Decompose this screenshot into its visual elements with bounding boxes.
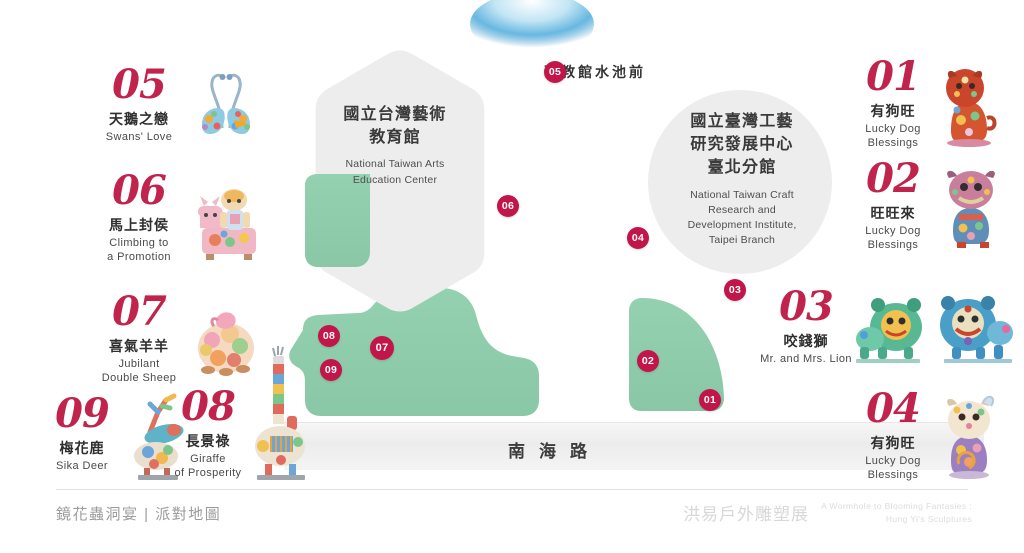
map-badge-02[interactable]: 02	[637, 350, 659, 372]
venue-name-en: National Taiwan Craft Research and Devel…	[687, 188, 797, 247]
venue-name-en: National Taiwan Arts Education Center	[345, 158, 445, 186]
legend-item-09[interactable]: 09 梅花鹿 Sika Deer	[40, 386, 198, 482]
venue-name-cn: 國立臺灣工藝 研究發展中心 臺北分館	[690, 113, 794, 177]
legend-text-03: 03 咬錢獅 Mr. and Mrs. Lion	[760, 282, 852, 367]
legend-text-09: 09 梅花鹿 Sika Deer	[40, 389, 124, 474]
pool-shape	[470, 0, 594, 56]
sculpture-swans	[182, 62, 268, 148]
map-badge-03[interactable]: 03	[724, 279, 746, 301]
map-badge-09[interactable]: 09	[320, 359, 342, 381]
legend-name-en: Lucky Dog Blessings	[865, 455, 921, 481]
legend-number: 04	[866, 385, 921, 432]
poi-label-text: 藝教館水池前	[544, 64, 646, 80]
legend-item-04[interactable]: 04 有狗旺 Lucky Dog Blessings	[855, 385, 1015, 483]
legend-text-07: 07 喜氣羊羊 Jubilant Double Sheep	[96, 288, 182, 386]
footer-brand: 洪易戶外雕塑展 A Wormhole to Blooming Fantasies…	[683, 500, 972, 526]
legend-name-en: Lucky Dog Blessings	[865, 225, 921, 251]
sculpture-sika-deer	[124, 386, 198, 482]
legend-item-02[interactable]: 02 旺旺來 Lucky Dog Blessings	[855, 155, 1015, 253]
sculpture-lucky-dog-red	[931, 58, 1015, 150]
legend-name-cn: 梅花鹿	[59, 439, 105, 456]
legend-name-cn: 長景祿	[185, 432, 231, 449]
building-left-green-foot	[305, 174, 370, 267]
map-badge-06[interactable]: 06	[497, 195, 519, 217]
park-area-left	[289, 288, 539, 416]
legend-text-01: 01 有狗旺 Lucky Dog Blessings	[855, 53, 931, 151]
legend-item-03[interactable]: 03 咬錢獅 Mr. and Mrs. Lion	[760, 281, 1020, 373]
footer-title: 鏡花蟲洞宴 | 派對地圖	[56, 506, 222, 523]
legend-name-cn: 旺旺來	[870, 205, 916, 221]
map-badge-05[interactable]: 05	[544, 61, 566, 83]
legend-item-06[interactable]: 06 馬上封侯 Climbing to a Promotion	[96, 170, 268, 266]
legend-text-02: 02 旺旺來 Lucky Dog Blessings	[855, 155, 931, 253]
legend-name-en: Giraffe of Prosperity	[174, 452, 242, 479]
map-badge-01[interactable]: 01	[699, 389, 721, 411]
legend-number: 08	[181, 382, 236, 430]
sculpture-giraffe	[251, 342, 313, 482]
sculpture-monkey-horse	[182, 170, 268, 266]
legend-number: 09	[55, 389, 110, 437]
sculpture-lucky-dog-pastel	[931, 390, 1015, 482]
footer-brand-cn: 洪易戶外雕塑展	[683, 505, 810, 525]
legend-name-cn: 喜氣羊羊	[109, 338, 169, 354]
footer-divider	[56, 489, 968, 490]
sculpture-lucky-dog-teal	[931, 160, 1015, 252]
legend-item-07[interactable]: 07 喜氣羊羊 Jubilant Double Sheep	[96, 288, 268, 386]
legend-text-04: 04 有狗旺 Lucky Dog Blessings	[855, 385, 931, 483]
legend-name-en: Lucky Dog Blessings	[865, 123, 921, 149]
legend-number: 03	[779, 282, 834, 330]
legend-name-en: Swans' Love	[105, 130, 173, 143]
legend-item-01[interactable]: 01 有狗旺 Lucky Dog Blessings	[855, 53, 1015, 151]
map-badge-07[interactable]: 07	[370, 336, 394, 360]
road-name-nanhai: 南海路	[508, 442, 601, 461]
map-badge-08[interactable]: 08	[318, 325, 340, 347]
legend-name-cn: 天鵝之戀	[109, 110, 169, 127]
map-badge-04[interactable]: 04	[627, 227, 649, 249]
sculpture-lions	[852, 281, 1020, 373]
legend-name-cn: 有狗旺	[870, 435, 916, 451]
legend-name-cn: 馬上封侯	[109, 216, 169, 233]
legend-number: 07	[112, 288, 167, 335]
legend-number: 01	[866, 53, 921, 100]
legend-number: 05	[112, 60, 167, 108]
legend-text-06: 06 馬上封侯 Climbing to a Promotion	[96, 166, 182, 265]
legend-text-08: 08 長景祿 Giraffe of Prosperity	[165, 382, 251, 481]
legend-name-en: Sika Deer	[56, 459, 108, 472]
sculpture-double-sheep	[182, 296, 268, 382]
legend-text-05: 05 天鵝之戀 Swans' Love	[96, 60, 182, 145]
legend-name-en: Climbing to a Promotion	[107, 236, 171, 263]
legend-item-08[interactable]: 08 長景祿 Giraffe of Prosperity	[165, 346, 313, 482]
legend-name-en: Mr. and Mrs. Lion	[760, 352, 852, 365]
venue-name-cn: 國立台灣藝術 教育館	[343, 106, 447, 147]
legend-number: 06	[112, 166, 167, 214]
legend-name-en: Jubilant Double Sheep	[101, 358, 177, 384]
legend-name-cn: 咬錢獅	[783, 332, 829, 349]
legend-number: 02	[866, 155, 921, 202]
venue-craft-research-institute: 國立臺灣工藝 研究發展中心 臺北分館 National Taiwan Craft…	[648, 110, 836, 248]
legend-name-cn: 有狗旺	[870, 103, 916, 119]
poi-label-pool-front[interactable]: 05 藝教館水池前	[544, 61, 646, 83]
venue-arts-education-center: 國立台灣藝術 教育館 National Taiwan Arts Educatio…	[305, 103, 485, 188]
footer-brand-en: A Wormhole to Blooming Fantasies : Hung …	[821, 501, 972, 524]
legend-item-05[interactable]: 05 天鵝之戀 Swans' Love	[96, 62, 268, 148]
